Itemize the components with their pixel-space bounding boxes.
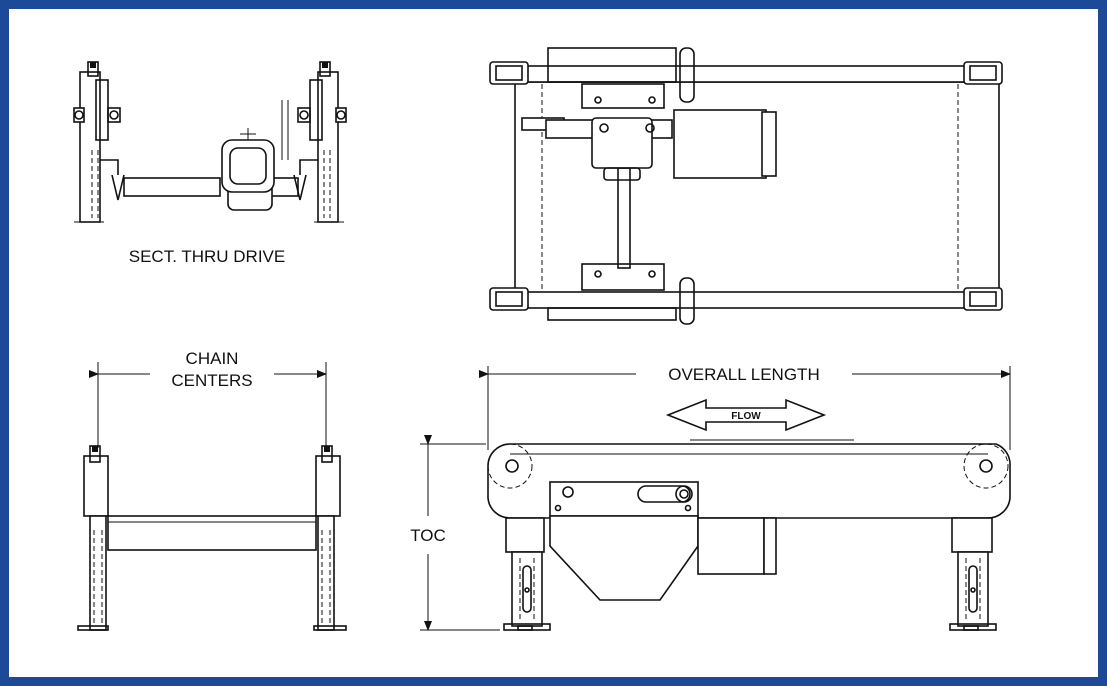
side-frame	[487, 443, 1011, 519]
side-motor-housing	[697, 517, 765, 575]
side-view: OVERALL LENGTH FLOW TOC	[410, 365, 1011, 631]
section-title: SECT. THRU DRIVE	[129, 247, 286, 266]
right-end-post-upper	[315, 455, 341, 517]
flow-label: FLOW	[731, 411, 761, 422]
plan-view	[489, 47, 1003, 325]
gearbox-section	[221, 128, 275, 211]
plan-drive-shaft	[617, 167, 631, 269]
plan-top-rail	[499, 65, 1001, 83]
overall-length-label: OVERALL LENGTH	[668, 365, 819, 384]
toc-label: TOC	[410, 526, 446, 545]
chain-centers-label-line2: CENTERS	[171, 371, 252, 390]
left-rail-section	[73, 61, 125, 223]
plan-bottom-rail	[499, 291, 1001, 309]
chain-centers-label-line1: CHAIN	[186, 349, 239, 368]
section-thru-drive-view: SECT. THRU DRIVE	[73, 61, 347, 266]
side-left-leg	[503, 517, 551, 631]
end-view: CHAIN CENTERS	[77, 349, 347, 631]
end-view-cross-member	[107, 515, 317, 551]
plan-gear-motor	[521, 109, 777, 181]
left-idler-wheel	[505, 459, 519, 473]
right-rail-section	[281, 61, 347, 223]
left-end-post-upper	[83, 455, 109, 517]
drive-plate	[549, 481, 699, 601]
side-right-leg	[949, 517, 997, 631]
flow-arrow	[665, 398, 827, 432]
right-idler-wheel	[979, 459, 993, 473]
drive-shaft-section	[123, 177, 221, 197]
